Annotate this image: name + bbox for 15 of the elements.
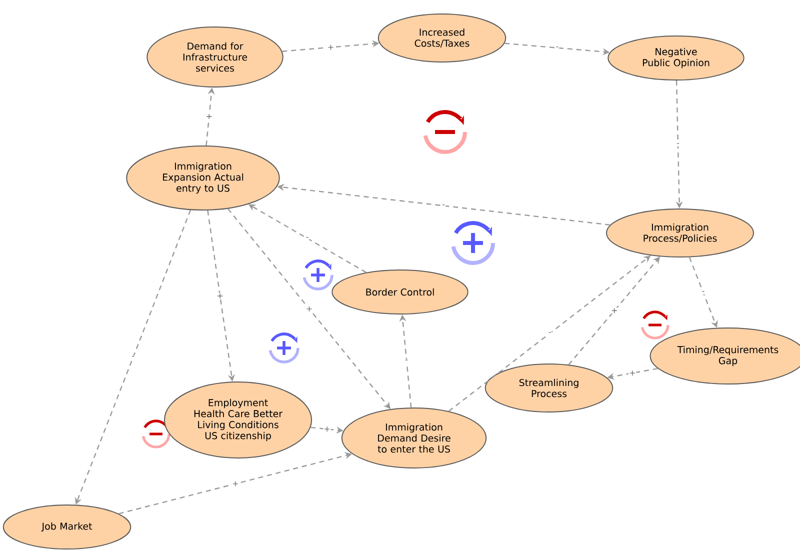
edge-label: +	[630, 370, 635, 376]
edge-label: +	[232, 481, 238, 486]
edge-label: +	[206, 114, 212, 119]
edge-label: +	[218, 294, 223, 299]
edge-label: +	[324, 426, 330, 432]
edge-label: -	[306, 237, 308, 238]
edge-label: +	[328, 44, 334, 50]
edge-label: -	[676, 143, 680, 144]
edge-label: -	[442, 204, 445, 206]
edge-label: -	[132, 356, 134, 357]
edge-label: -	[556, 46, 558, 48]
edge-label: +	[306, 306, 312, 312]
edge-label: -	[548, 332, 551, 333]
edge-label: -	[702, 291, 704, 292]
edge-label: +	[612, 308, 617, 314]
